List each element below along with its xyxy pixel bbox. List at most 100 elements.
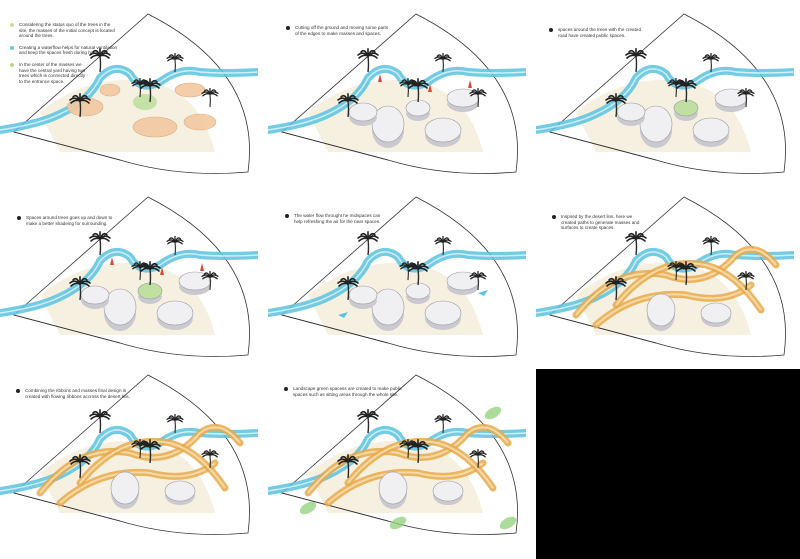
palm-tree-icon [434,413,452,434]
arrow-icon [160,267,164,275]
note-text: Combining the ribbons and masses final d… [16,388,130,399]
diagram-panel-6: Inspired by the desert lins, here we cre… [536,195,794,371]
site-boundary [13,374,250,535]
building-mass [156,300,194,330]
palm-tree-icon [469,270,487,291]
diagram-panel-3: spaces around the trees with the created… [536,12,794,188]
palm-tree-icon [69,276,91,301]
arrow-icon [378,74,382,82]
arrow-icon [110,257,114,265]
site-boundary [549,13,786,174]
palm-tree-icon [201,87,219,108]
panel-notes: Spaces around trees goes up and down to … [17,215,112,232]
note-text: Spaces around trees goes up and down to … [17,215,112,226]
building-mass [348,285,378,309]
site-plan [268,374,526,535]
green-space [499,516,517,530]
palm-tree-icon [434,52,452,73]
palm-tree-icon [605,93,627,118]
building-mass [405,99,431,121]
palm-tree-icon [702,235,720,256]
panel-notes: spaces around the trees with the created… [549,27,641,44]
building-mass [371,105,405,148]
palm-tree-icon [166,52,184,73]
empty-black-panel [536,369,800,559]
site-boundary [549,196,786,357]
palm-tree-icon [675,78,697,103]
diagram-panel-8: Landscape green spacess are created to m… [268,373,526,549]
palm-tree-icon [605,276,627,301]
building-mass [424,117,462,147]
green-space [299,501,317,515]
palm-tree-icon [337,276,359,301]
palm-tree-icon [702,52,720,73]
diagram-panel-7: Combining the ribbons and masses final d… [0,373,258,549]
diagram-panel-5: The water flow throught he midspaces can… [268,195,526,371]
building-mass [692,117,730,147]
building-mass [616,102,646,126]
building-mass [80,285,110,309]
initial-mass-oval [174,82,206,98]
panel-notes: Landscape green spacess are created to m… [284,386,402,403]
site-plan [0,13,258,174]
palm-tree-icon [201,448,219,469]
airflow-arrow-icon [478,290,488,296]
site-boundary [281,196,518,357]
note-text: Inspired by the desert lins, here we cre… [552,214,639,231]
palm-tree-icon [139,439,161,464]
panel-notes: Inspired by the desert lins, here we cre… [552,214,639,237]
diagram-panel-4: Spaces around trees goes up and down to … [0,195,258,371]
site-plan [268,196,526,357]
building-mass [446,88,480,112]
note-text: Considering the status quo of the trees … [10,22,117,39]
building-mass [348,102,378,126]
arrow-icon [468,80,472,88]
palm-tree-icon [434,235,452,256]
building-mass [639,105,673,148]
panel-notes: Combining the ribbons and masses final d… [16,388,130,405]
palm-tree-icon [357,48,379,73]
initial-mass-oval [132,116,178,138]
panel-notes: The water flow throught he midspaces can… [285,213,380,230]
note-text: In the center of the masses we have the … [10,62,117,84]
building-mass [446,271,480,295]
palm-tree-icon [139,78,161,103]
diagram-panel-1: Considering the status quo of the trees … [0,12,258,188]
palm-tree-icon [407,78,429,103]
arrow-icon [428,84,432,92]
initial-mass-oval [99,83,121,97]
arrow-icon [200,263,204,271]
note-text: spaces around the trees with the created… [549,27,641,38]
green-space [389,516,407,530]
building-mass [405,282,431,304]
palm-tree-icon [357,409,379,434]
central-yard [133,94,157,110]
airflow-arrow-icon [338,312,348,318]
panel-notes: Cutting off the ground and moving some p… [286,25,388,42]
building-mass [646,293,676,331]
site-boundary [281,374,518,535]
note-text: Cutting off the ground and moving some p… [286,25,388,36]
palm-tree-icon [89,409,111,434]
note-text: Landscape green spacess are created to m… [284,386,402,397]
site-plan [0,374,258,535]
palm-tree-icon [625,231,647,256]
palm-tree-icon [469,87,487,108]
site-boundary [13,196,250,357]
building-mass [178,271,212,295]
building-mass [714,88,748,112]
building-mass [432,480,464,505]
palm-tree-icon [166,413,184,434]
palm-tree-icon [337,93,359,118]
building-mass [110,471,140,509]
palm-tree-icon [675,261,697,286]
note-text: The water flow throught he midspaces can… [285,213,380,224]
palm-tree-icon [469,448,487,469]
site-plan [0,196,258,357]
site-plan [536,13,794,174]
palm-tree-icon [407,261,429,286]
site-boundary [281,13,518,174]
building-mass [164,480,196,505]
palm-tree-icon [89,231,111,256]
palm-tree-icon [201,270,219,291]
